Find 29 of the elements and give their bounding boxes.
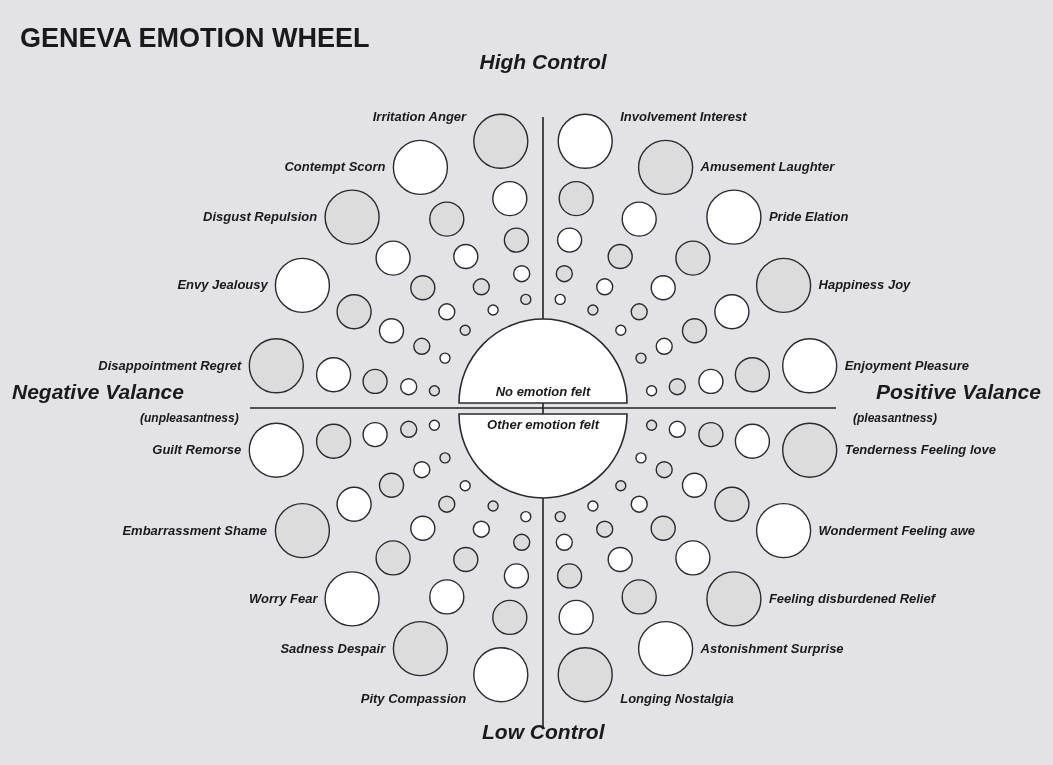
emotion-label: Sadness Despair bbox=[280, 640, 386, 657]
emotion-label: Worry Fear bbox=[249, 590, 318, 607]
emotion-label: Disappointment Regret bbox=[98, 357, 242, 374]
emotion-label: Wonderment Feeling awe bbox=[818, 522, 976, 539]
emotion-label: Feeling disburdened Relief bbox=[768, 590, 936, 607]
emotion-label: Happiness Joy bbox=[818, 277, 911, 294]
emotion-label: Pity Compassion bbox=[360, 690, 467, 707]
axis-label: High Control bbox=[479, 50, 607, 74]
emotion-label: Contempt Scorn bbox=[284, 159, 386, 176]
option-label: No emotion felt bbox=[494, 384, 592, 400]
option-label: Other emotion felt bbox=[486, 417, 601, 433]
emotion-label: Involvement Interest bbox=[620, 109, 747, 126]
axis-sublabel: (pleasantness) bbox=[853, 411, 938, 425]
axis-label: Positive Valance bbox=[876, 380, 1041, 404]
emotion-label: Irritation Anger bbox=[372, 109, 467, 126]
axis-sublabel: (unpleasantness) bbox=[140, 411, 239, 425]
emotion-label: Enjoyment Pleasure bbox=[844, 357, 969, 374]
emotion-label: Astonishment Surprise bbox=[700, 640, 844, 657]
emotion-label: Amusement Laughter bbox=[700, 159, 835, 176]
axis-label: Negative Valance bbox=[12, 380, 184, 404]
emotion-label: Envy Jealousy bbox=[177, 277, 268, 294]
emotion-label: Tenderness Feeling love bbox=[844, 442, 996, 459]
emotion-label: Longing Nostalgia bbox=[620, 690, 734, 707]
emotion-label: Pride Elation bbox=[768, 209, 849, 226]
diagram-title: GENEVA EMOTION WHEEL bbox=[20, 22, 370, 54]
emotion-label: Embarrassment Shame bbox=[122, 522, 267, 539]
emotion-label: Guilt Remorse bbox=[152, 442, 242, 459]
axis-label: Low Control bbox=[482, 720, 605, 744]
emotion-label: Disgust Repulsion bbox=[203, 209, 318, 226]
